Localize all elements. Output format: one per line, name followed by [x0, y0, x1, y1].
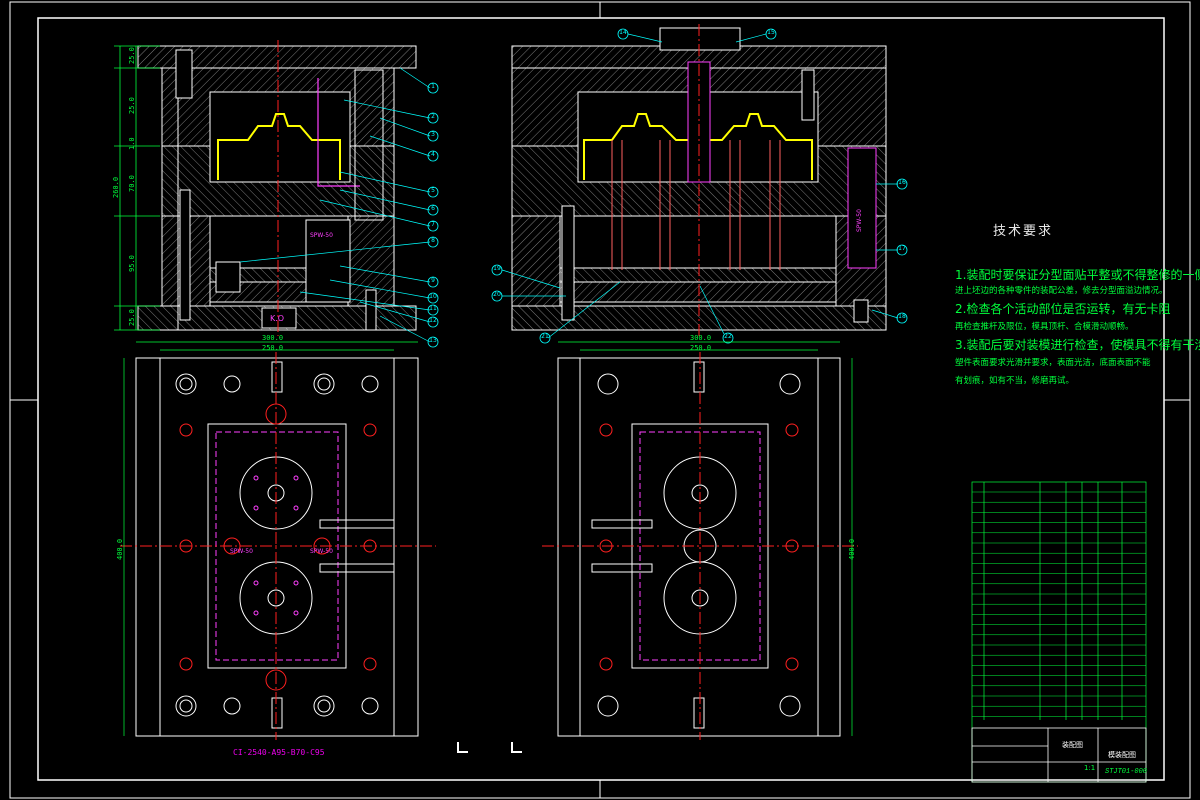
molded-part-right-b — [700, 113, 813, 180]
balloon-number: 17 — [898, 245, 906, 252]
dim-stack-6: 25.0 — [128, 309, 136, 326]
leader-lines — [239, 33, 899, 343]
right-plan-view — [542, 352, 858, 740]
label-spw-top: SPW-50 — [310, 232, 333, 239]
dim-stack-3: 1.0 — [128, 137, 136, 150]
balloon-number: 9 — [431, 277, 435, 284]
balloon-number: 8 — [431, 237, 435, 244]
tech-requirements-title: 技术要求 — [993, 224, 1054, 239]
balloons — [427, 28, 908, 348]
balloon-number: 10 — [429, 293, 437, 300]
balloon-number: 11 — [429, 305, 437, 312]
dim-right-height: 400.0 — [848, 538, 856, 560]
tech-line-3: 2.检查各个活动部位是否运转，有无卡阻 — [955, 302, 1171, 316]
dim-right-outer: 300.0 — [690, 334, 712, 342]
balloon-number: 1 — [431, 83, 435, 90]
balloon-number: 3 — [431, 131, 435, 138]
balloon-number: 19 — [493, 265, 501, 272]
dim-left-outer: 300.0 — [262, 334, 284, 342]
label-spw-right: SPW-50 — [310, 548, 333, 555]
title-block — [971, 727, 1147, 783]
dim-stack-1: 25.0 — [128, 47, 136, 64]
balloon-number: 18 — [898, 313, 906, 320]
dim-stack-5: 95.0 — [128, 255, 136, 272]
plan-dimension-lines — [123, 341, 853, 736]
balloon-number: 21 — [541, 333, 549, 340]
tech-line-7: 有划痕，如有不当，修磨再试。 — [955, 376, 1075, 386]
dim-left-height: 400.0 — [116, 538, 124, 560]
dim-stack-2: 25.0 — [128, 97, 136, 114]
dim-right-inner: 250.0 — [690, 344, 712, 352]
molded-part-left — [217, 113, 341, 180]
title-block-assembly: 模装配图 — [1108, 751, 1136, 759]
tech-line-2: 进上坯边的各种零件的装配公差，修去分型面溢边情况。 — [955, 286, 1168, 296]
balloon-number: 2 — [431, 113, 435, 120]
balloon-number: 22 — [724, 333, 732, 340]
label-ko: K.O — [270, 314, 285, 323]
balloon-number: 16 — [898, 179, 906, 186]
label-side-vertical: SPW-50 — [856, 209, 863, 232]
balloon-number: 20 — [493, 291, 501, 298]
label-spw-left: SPW-50 — [230, 548, 253, 555]
left-dimension-chain — [114, 45, 160, 331]
part-note: CI-2540-A95-B70-C95 — [233, 748, 325, 757]
balloon-number: 14 — [619, 29, 627, 36]
balloon-number: 7 — [431, 221, 435, 228]
balloon-number: 12 — [429, 317, 437, 324]
balloon-number: 4 — [431, 151, 435, 158]
left-section-view — [137, 40, 417, 336]
title-block-name: 装配图 — [1062, 741, 1083, 749]
tech-line-6: 塑件表面要求光滑并要求，表面光洁，底面表面不能 — [955, 358, 1151, 368]
tech-line-5: 3.装配后要对装模进行检查，使模具不得有干涉现象。 — [955, 338, 1200, 352]
right-section-view — [511, 24, 887, 336]
tech-line-1: 1.装配时要保证分型面贴平整或不得整修的一侧向正面。 — [955, 268, 1200, 282]
drawing-number: STJT01-000 — [1105, 768, 1148, 776]
dim-stack-4: 70.0 — [128, 175, 136, 192]
balloon-number: 13 — [429, 337, 437, 344]
left-plan-view — [120, 352, 436, 740]
molded-part-right-a — [583, 113, 700, 180]
section-markers — [457, 742, 522, 753]
bom-table — [971, 481, 1147, 783]
tech-line-4: 再检查推杆及限位，模具顶杆、合模滑动顺畅。 — [955, 322, 1134, 332]
dim-left-inner: 250.0 — [262, 344, 284, 352]
drawing-frame — [9, 1, 1191, 799]
title-block-scale: 1:1 — [1084, 764, 1096, 772]
dim-overall-height: 260.0 — [112, 176, 120, 198]
bom-rows — [972, 491, 1146, 717]
balloon-number: 6 — [431, 205, 435, 212]
balloon-number: 5 — [431, 187, 435, 194]
balloon-number: 15 — [767, 29, 775, 36]
